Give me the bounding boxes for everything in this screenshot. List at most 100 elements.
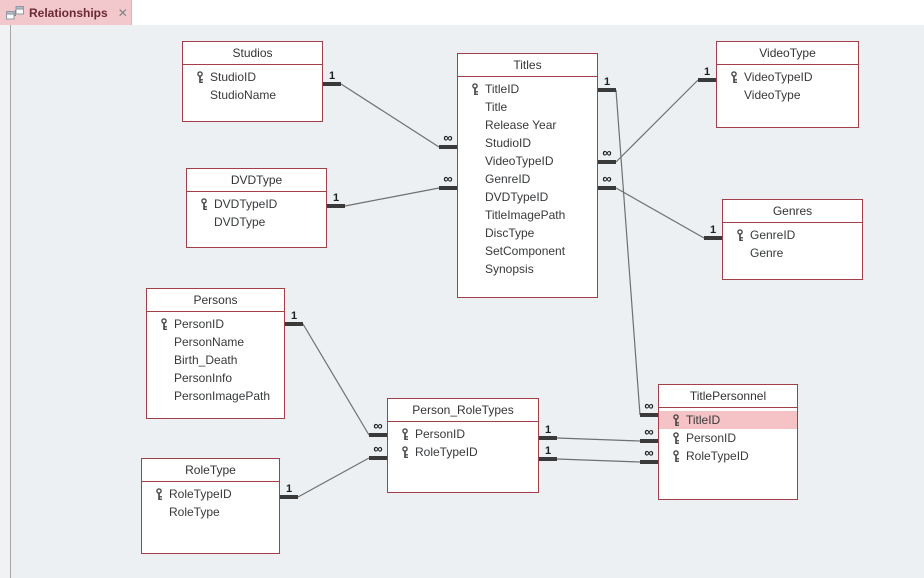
field-row[interactable]: Synopsis xyxy=(458,260,597,278)
table-title[interactable]: TitlePersonnel xyxy=(659,385,797,408)
field-row[interactable]: TitleID xyxy=(659,411,797,429)
cardinality-one-label: 1 xyxy=(291,310,297,322)
table-title[interactable]: Persons xyxy=(147,289,284,312)
field-row[interactable]: RoleTypeID xyxy=(142,485,279,503)
field-row[interactable]: GenreID xyxy=(458,170,597,188)
relationship-line-RoleType-Person_RoleTypes[interactable] xyxy=(297,457,370,498)
relationship-line-Titles-TitlePersonnel[interactable] xyxy=(615,89,641,416)
field-name: GenreID xyxy=(750,228,796,242)
cardinality-one-label: 1 xyxy=(333,192,339,204)
field-name: RoleTypeID xyxy=(686,449,749,463)
field-row[interactable]: TitleImagePath xyxy=(458,206,597,224)
relationship-end-bar xyxy=(704,236,722,240)
field-name: GenreID xyxy=(485,172,531,186)
primary-key-icon xyxy=(151,487,167,501)
field-row[interactable]: PersonName xyxy=(147,333,284,351)
relationship-line-DVDType-Titles[interactable] xyxy=(344,187,440,207)
relationship-line-Person_RoleTypes-TitlePersonnel[interactable] xyxy=(556,458,641,463)
relationship-line-Person_RoleTypes-TitlePersonnel[interactable] xyxy=(556,437,641,442)
table-title[interactable]: VideoType xyxy=(717,42,858,65)
field-row[interactable]: Birth_Death xyxy=(147,351,284,369)
cardinality-many-label: ∞ xyxy=(644,424,653,439)
tab-label: Relationships xyxy=(29,5,108,20)
relationship-end-bar xyxy=(598,88,616,92)
field-row[interactable]: VideoTypeID xyxy=(717,68,858,86)
table-title[interactable]: Genres xyxy=(723,200,862,223)
field-row[interactable]: DiscType xyxy=(458,224,597,242)
field-row[interactable]: StudioName xyxy=(183,86,322,104)
table-title[interactable]: Studios xyxy=(183,42,322,65)
field-name: RoleType xyxy=(169,505,220,519)
field-name: PersonInfo xyxy=(174,371,233,385)
field-name: Title xyxy=(485,100,508,114)
field-row[interactable]: TitleID xyxy=(458,80,597,98)
field-row[interactable]: DVDTypeID xyxy=(458,188,597,206)
field-row[interactable]: PersonID xyxy=(388,425,538,443)
relationship-end-bar xyxy=(539,436,557,440)
relationship-end-bar xyxy=(280,495,298,499)
field-list: RoleTypeID RoleType xyxy=(142,482,279,521)
field-row[interactable]: VideoTypeID xyxy=(458,152,597,170)
cardinality-one-label: 1 xyxy=(329,70,335,82)
cardinality-one-label: 1 xyxy=(545,445,551,457)
table-title[interactable]: DVDType xyxy=(187,169,326,192)
field-name: PersonImagePath xyxy=(174,389,271,403)
field-row[interactable]: RoleTypeID xyxy=(659,447,797,465)
field-row[interactable]: GenreID xyxy=(723,226,862,244)
field-row[interactable]: SetComponent xyxy=(458,242,597,260)
close-icon[interactable]: ✕ xyxy=(117,5,128,20)
relationship-line-Studios-Titles[interactable] xyxy=(340,83,440,148)
field-name: Release Year xyxy=(485,118,557,132)
field-row[interactable]: Title xyxy=(458,98,597,116)
field-name: SetComponent xyxy=(485,244,566,258)
field-row[interactable]: StudioID xyxy=(458,134,597,152)
field-row[interactable]: VideoType xyxy=(717,86,858,104)
primary-key-icon xyxy=(467,82,483,96)
table-title[interactable]: Titles xyxy=(458,54,597,77)
relationship-line-Persons-Person_RoleTypes[interactable] xyxy=(302,323,370,436)
field-name: Synopsis xyxy=(485,262,534,276)
field-row[interactable]: StudioID xyxy=(183,68,322,86)
field-row[interactable]: Release Year xyxy=(458,116,597,134)
cardinality-one-label: 1 xyxy=(286,483,292,495)
primary-key-icon xyxy=(397,427,413,441)
field-name: TitleID xyxy=(485,82,520,96)
field-row[interactable]: DVDType xyxy=(187,213,326,231)
cardinality-many-label: ∞ xyxy=(373,441,382,456)
field-name: DVDType xyxy=(214,215,266,229)
field-row[interactable]: RoleTypeID xyxy=(388,443,538,461)
tab-relationships[interactable]: Relationships ✕ xyxy=(0,0,132,25)
field-row[interactable]: PersonID xyxy=(659,429,797,447)
primary-key-icon xyxy=(668,431,684,445)
table-title[interactable]: RoleType xyxy=(142,459,279,482)
cardinality-one-label: 1 xyxy=(704,66,710,78)
table-title[interactable]: Person_RoleTypes xyxy=(388,399,538,422)
field-name: PersonID xyxy=(174,317,225,331)
field-row[interactable]: PersonImagePath xyxy=(147,387,284,405)
relationship-end-bar xyxy=(327,204,345,208)
field-name: PersonID xyxy=(686,431,737,445)
relationship-end-bar xyxy=(698,78,716,82)
relationship-line-VideoType-Titles[interactable] xyxy=(615,79,699,163)
field-row[interactable]: RoleType xyxy=(142,503,279,521)
field-row[interactable]: PersonID xyxy=(147,315,284,333)
field-row[interactable]: Genre xyxy=(723,244,862,262)
field-row[interactable]: DVDTypeID xyxy=(187,195,326,213)
field-row[interactable]: PersonInfo xyxy=(147,369,284,387)
primary-key-icon xyxy=(668,449,684,463)
field-name: VideoTypeID xyxy=(744,70,813,84)
relationship-line-Genres-Titles[interactable] xyxy=(615,187,705,239)
primary-key-icon xyxy=(156,317,172,331)
cardinality-many-label: ∞ xyxy=(373,418,382,433)
